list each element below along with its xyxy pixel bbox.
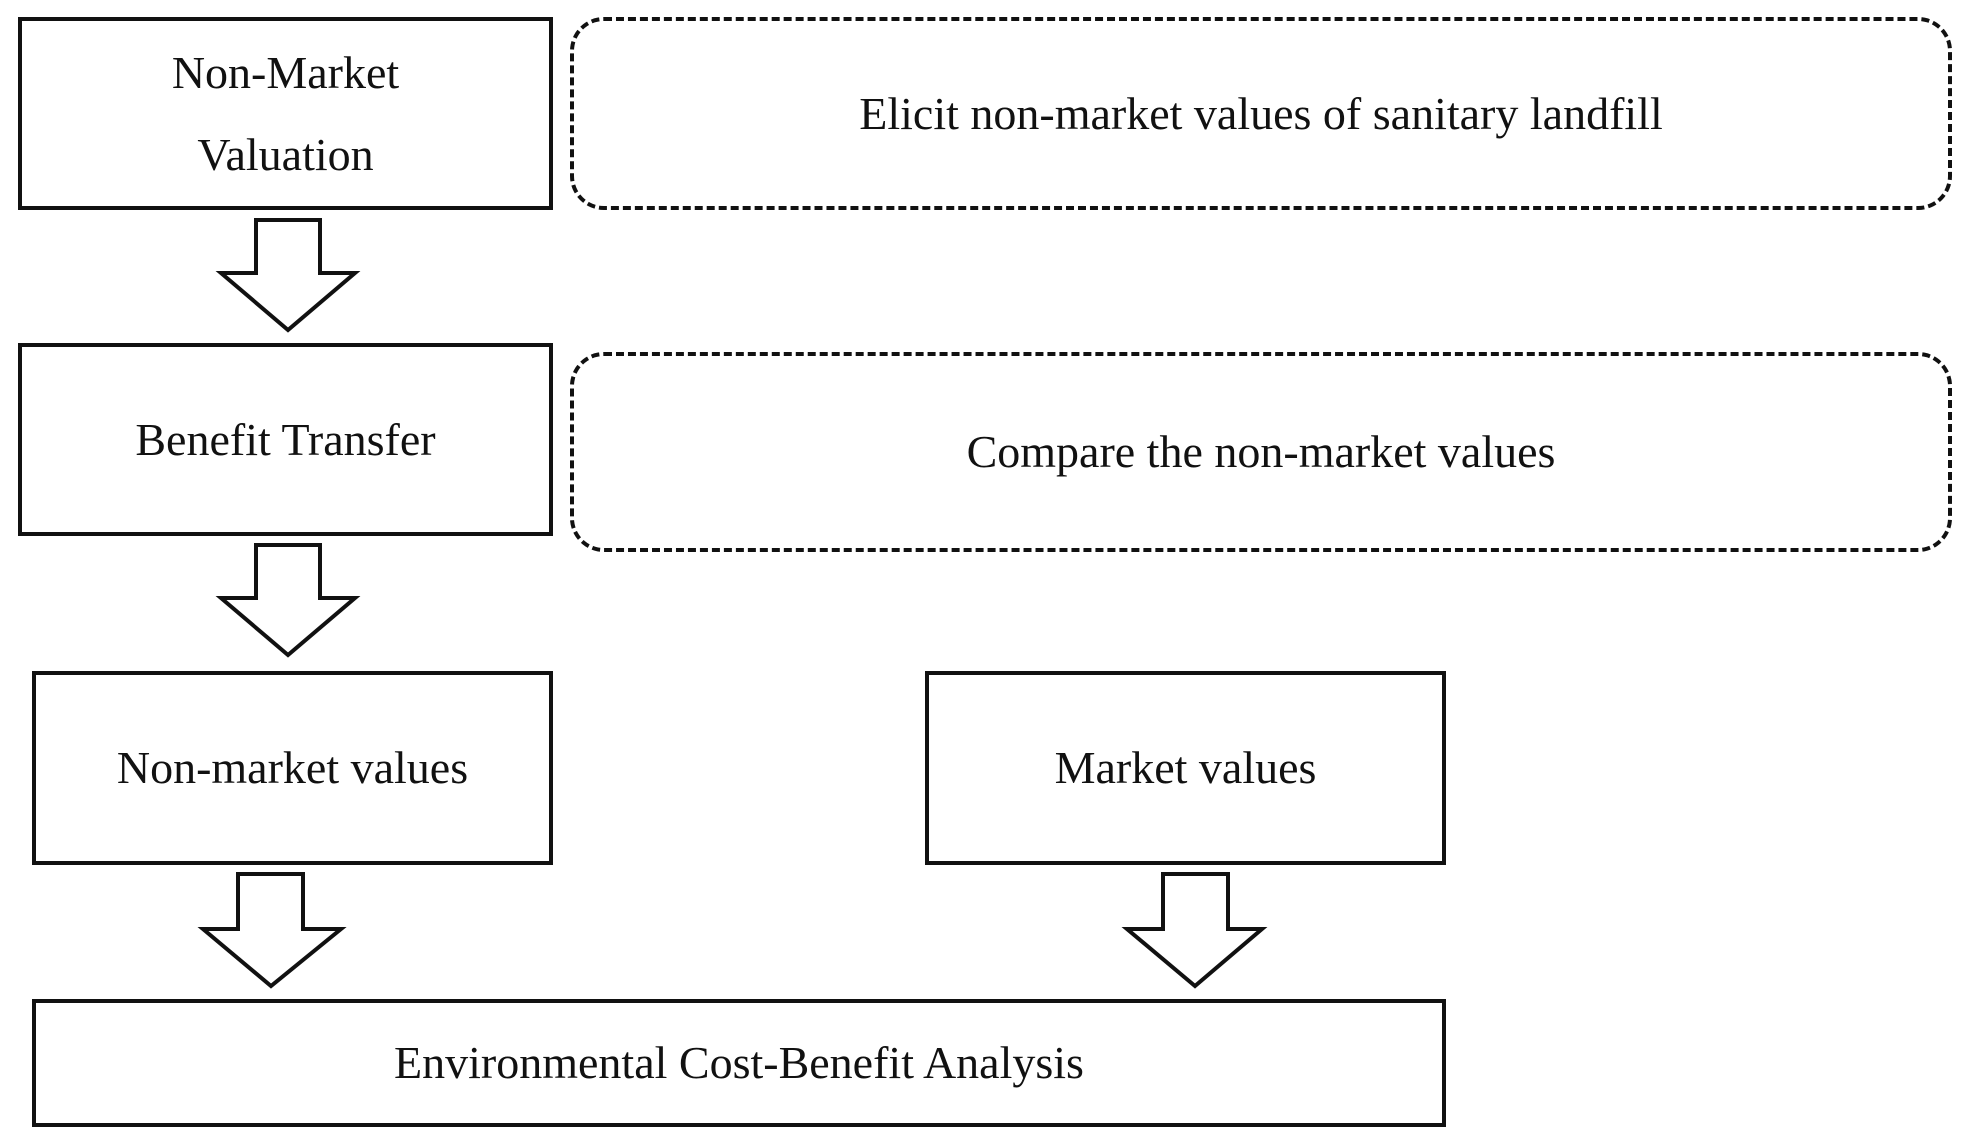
benefit-transfer-label: Benefit Transfer xyxy=(135,413,436,465)
arrow-valuation-to-transfer xyxy=(215,218,361,333)
arrow-nonmarket-to-cba xyxy=(197,872,347,989)
non-market-valuation-box: Non-Market Valuation xyxy=(18,17,553,210)
arrow-market-to-cba xyxy=(1121,872,1268,989)
environmental-cba-label: Environmental Cost-Benefit Analysis xyxy=(394,1037,1084,1088)
market-values-label: Market values xyxy=(1054,742,1317,793)
compare-note-label: Compare the non-market values xyxy=(966,426,1556,477)
benefit-transfer-box: Benefit Transfer xyxy=(18,343,553,536)
elicit-note-label: Elicit non-market values of sanitary lan… xyxy=(859,87,1663,139)
market-values-box: Market values xyxy=(925,671,1446,865)
non-market-values-label: Non-market values xyxy=(116,742,469,793)
elicit-note-box: Elicit non-market values of sanitary lan… xyxy=(570,17,1952,210)
non-market-values-box: Non-market values xyxy=(32,671,553,865)
arrow-transfer-to-nonmarket xyxy=(215,543,361,658)
non-market-valuation-label: Non-Market Valuation xyxy=(171,46,400,180)
environmental-cba-box: Environmental Cost-Benefit Analysis xyxy=(32,999,1446,1127)
compare-note-box: Compare the non-market values xyxy=(570,352,1952,552)
